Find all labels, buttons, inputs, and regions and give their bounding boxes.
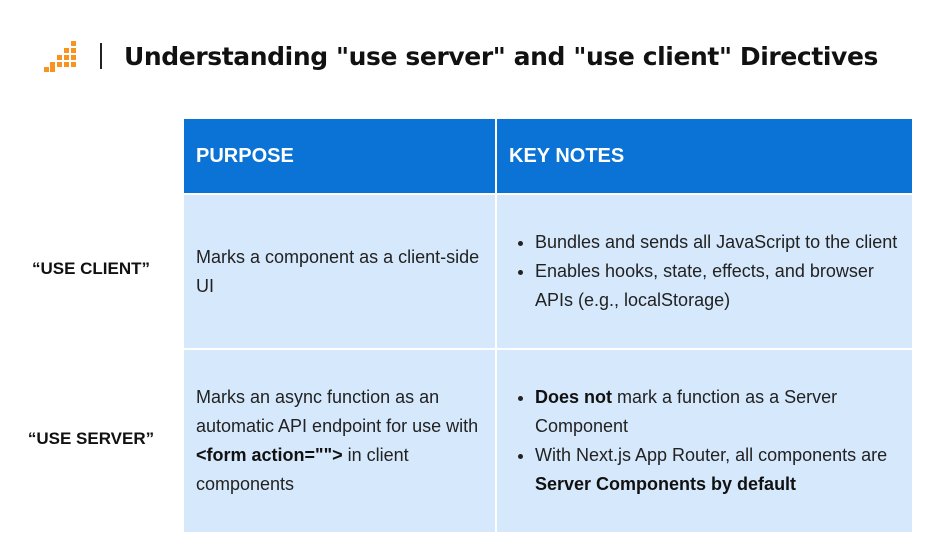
list-item: Enables hooks, state, effects, and brows… xyxy=(535,257,900,315)
bold-text: Server Components by default xyxy=(535,474,797,494)
column-header-key-notes: KEY NOTES xyxy=(495,117,914,195)
text-run: With Next.js App Router, all components … xyxy=(535,445,888,465)
bar-steps-logo-icon xyxy=(44,41,76,72)
directives-table: PURPOSE KEY NOTES Marks a component as a… xyxy=(182,117,914,534)
row-label-use-client: “USE CLIENT” xyxy=(31,259,151,278)
bold-text: Does not xyxy=(535,387,613,407)
header-divider xyxy=(100,43,102,69)
key-notes-list: Does not mark a function as a Server Com… xyxy=(509,383,900,499)
text-run: Enables hooks, state, effects, and brows… xyxy=(535,261,874,310)
text-run: Bundles and sends all JavaScript to the … xyxy=(535,232,898,252)
purpose-cell: Marks an async function as an automatic … xyxy=(182,348,497,534)
text-run: mark a function as a Server Component xyxy=(535,387,838,436)
purpose-cell: Marks a component as a client-side UI xyxy=(182,193,497,350)
bold-text: <form action=""> xyxy=(196,445,343,465)
list-item: Bundles and sends all JavaScript to the … xyxy=(535,228,900,257)
page-title: Understanding "use server" and "use clie… xyxy=(124,41,878,71)
header: Understanding "use server" and "use clie… xyxy=(44,36,878,76)
row-label-use-server: “USE SERVER” xyxy=(27,429,155,448)
list-item: With Next.js App Router, all components … xyxy=(535,441,900,499)
column-header-purpose: PURPOSE xyxy=(182,117,497,195)
key-notes-cell: Bundles and sends all JavaScript to the … xyxy=(495,193,914,350)
text-run: in client components xyxy=(196,445,409,494)
text-run: Marks an async function as an automatic … xyxy=(196,387,479,436)
list-item: Does not mark a function as a Server Com… xyxy=(535,383,900,441)
key-notes-cell: Does not mark a function as a Server Com… xyxy=(495,348,914,534)
key-notes-list: Bundles and sends all JavaScript to the … xyxy=(509,228,900,315)
text-run: Marks a component as a client-side UI xyxy=(196,246,480,296)
table-header-row: PURPOSE KEY NOTES xyxy=(182,117,914,195)
table-row: Marks an async function as an automatic … xyxy=(182,348,914,534)
table-row: Marks a component as a client-side UI Bu… xyxy=(182,193,914,350)
